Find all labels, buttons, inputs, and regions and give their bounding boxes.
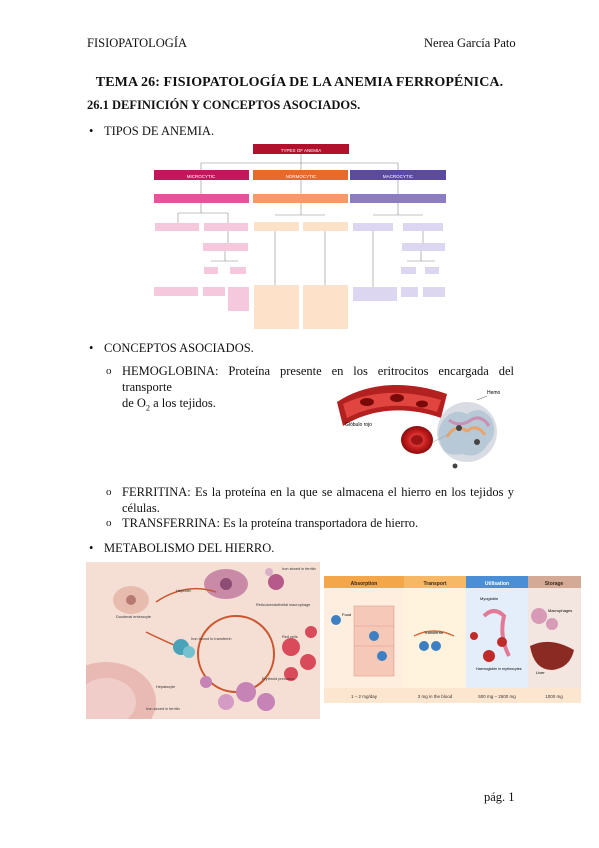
chart-top-bar	[253, 144, 349, 154]
col-absorption: Absorption	[351, 581, 378, 587]
label-enterocyte: Duodenal enterocyte	[116, 615, 151, 619]
ferritina-line2: células.	[122, 501, 160, 515]
concept-hemoglobina: HEMOGLOBINA: Proteína presente en los er…	[122, 363, 514, 417]
hemoglobina-line2: de O2 a los tejidos.	[122, 396, 216, 413]
col-utilisation: Utilisation	[485, 581, 509, 587]
chart-micro-sub	[154, 194, 249, 203]
label-hepatocyte: Hepatocyte	[156, 685, 175, 689]
label-hemo: Hemo	[487, 390, 501, 396]
page-number: pág. 1	[484, 790, 515, 804]
section-title: 26.1 DEFINICIÓN Y CONCEPTOS ASOCIADOS.	[87, 98, 361, 112]
hemoglobin-protein	[437, 402, 497, 469]
bullet-tipos: • TIPOS DE ANEMIA.	[89, 124, 214, 139]
chart-group-microcytic	[154, 170, 249, 180]
label-myoglobin: Myoglobin	[480, 596, 498, 601]
chart-group-label-macro: MACROCYTIC	[383, 174, 414, 179]
col-storage: Storage	[545, 581, 564, 587]
label-globulo-rojo: Glóbulo rojo	[345, 422, 372, 428]
ferritina-line1: FERRITINA: Es la proteína en la que se a…	[122, 485, 514, 499]
label-transferrin-r: Transferrin	[424, 630, 443, 635]
amount-utilisation: 500 mg – 2500 mg	[478, 694, 516, 699]
bullet-metabolismo: • METABOLISMO DEL HIERRO.	[89, 541, 274, 556]
header-left: FISIOPATOLOGÍA	[87, 36, 188, 50]
label-ferritin-top: Iron stored in ferritin	[282, 567, 316, 571]
label-hepcidin: Hepcidin	[176, 589, 191, 593]
label-macrophages: Macrophages	[548, 608, 572, 613]
label-food: Food	[342, 612, 351, 617]
page-title: TEMA 26: FISIOPATOLOGÍA DE LA ANEMIA FER…	[95, 75, 504, 90]
liver-shape	[530, 641, 574, 670]
chart-normo-list-1	[254, 285, 299, 329]
chart-top-label: TYPES OF ANEMIA	[281, 148, 322, 153]
amount-storage: 1000 mg	[545, 694, 563, 699]
iron-metabolism-diagram: Absorption Transport Utilisation Storage…	[324, 576, 581, 703]
chart-group-macrocytic	[350, 170, 446, 180]
iron-cycle-illustration: Hepcidin Duodenal enterocyte Reticuloend…	[86, 562, 320, 719]
chart-normo-sub	[253, 194, 348, 203]
anemia-types-chart: TYPES OF ANEMIA MICROCYTIC NORMOCYTIC MA…	[154, 144, 446, 329]
amount-absorption: 1 – 2 mg/day	[351, 694, 378, 699]
sub-bullet-icon: o	[106, 486, 112, 498]
label-red-cells: Red cells	[282, 635, 298, 639]
chart-macro-sub	[350, 194, 446, 203]
bullet-icon: •	[89, 341, 94, 355]
col-transport: Transport	[423, 581, 446, 587]
sub-bullet-icon: o	[106, 517, 112, 529]
label-liver: Liver	[536, 670, 545, 675]
bullet-icon: •	[89, 124, 94, 138]
chart-normo-list-2	[303, 285, 348, 329]
chart-group-label-micro: MICROCYTIC	[187, 174, 216, 179]
label-transferrin: Iron bound to transferrin	[191, 637, 232, 641]
header-right: Nerea García Pato	[424, 36, 516, 50]
label-ferritin-bottom: Iron stored in ferritin	[146, 707, 180, 711]
concept-transferrina: TRANSFERRINA: Es la proteína transportad…	[122, 516, 419, 530]
bullet-metabolismo-text: METABOLISMO DEL HIERRO.	[104, 541, 275, 555]
sub-bullet-icon: o	[106, 365, 112, 377]
label-macrophage: Reticuloendothelial macrophage	[256, 603, 310, 607]
label-haemoglobin: Haemoglobin in erythrocytes	[476, 667, 522, 671]
label-erythroid: Erythroid precursor	[262, 677, 295, 681]
chart-group-normocytic	[253, 170, 348, 180]
chart-group-label-normo: NORMOCYTIC	[286, 174, 317, 179]
amount-transport: 3 mg in the blood	[418, 694, 453, 699]
bullet-conceptos-text: CONCEPTOS ASOCIADOS.	[104, 341, 254, 355]
bullet-icon: •	[89, 541, 94, 555]
bullet-tipos-text: TIPOS DE ANEMIA.	[104, 124, 215, 138]
hemoglobina-line1: HEMOGLOBINA: Proteína presente en los er…	[122, 364, 514, 394]
bullet-conceptos: • CONCEPTOS ASOCIADOS.	[89, 341, 254, 356]
concept-ferritina: FERRITINA: Es la proteína en la que se a…	[122, 484, 514, 516]
hemoglobin-illustration: Hemo Glóbulo rojo	[337, 384, 501, 469]
